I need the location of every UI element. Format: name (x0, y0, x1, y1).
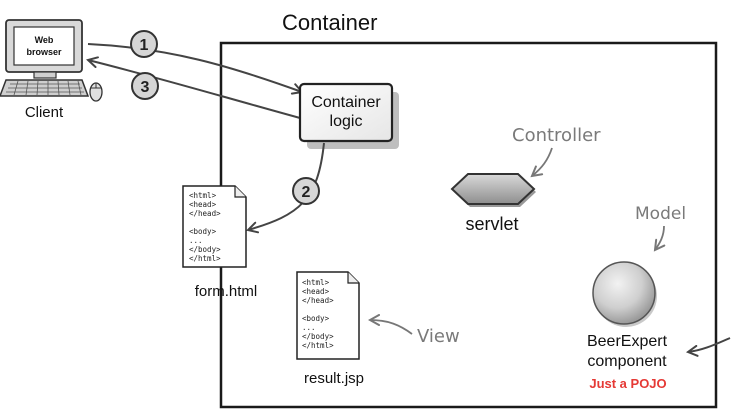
external-arrow (688, 337, 731, 352)
model-annotation: Model (635, 204, 686, 224)
container-logic-box (298, 82, 399, 149)
code-line: </html> (189, 254, 221, 263)
controller-annotation: Controller (512, 125, 601, 146)
client-label: Client (25, 104, 64, 121)
servlet-label: servlet (465, 214, 518, 234)
code-line: </body> (189, 245, 221, 254)
svg-text:3: 3 (141, 79, 150, 96)
code-line: <html> (189, 191, 217, 200)
response-arrow (88, 60, 301, 119)
code-line: <head> (189, 200, 217, 209)
beerexpert-label-2: component (587, 353, 667, 370)
code-line: <body> (302, 314, 330, 323)
client-screen-text-1: Web (35, 35, 54, 45)
container-logic-label-1: Container (311, 94, 381, 111)
servlet-hexagon-icon (450, 173, 536, 207)
beerexpert-sphere-icon (592, 261, 657, 327)
step-2-badge: 2 (292, 177, 320, 205)
result-jsp-label: result.jsp (304, 370, 364, 387)
step-3-badge: 3 (131, 72, 159, 100)
controller-arrow (532, 147, 553, 176)
code-line: <html> (302, 278, 330, 287)
request-arrow (87, 43, 302, 92)
code-line: </head> (302, 296, 334, 305)
form-html-code: <html><head></head> <body>...</body></htm… (189, 191, 221, 263)
code-line: </head> (189, 209, 221, 218)
code-line: ... (302, 323, 316, 332)
form-html-document-icon (182, 185, 247, 268)
result-jsp-code: <html><head></head> <body>...</body></htm… (302, 278, 334, 350)
svg-text:2: 2 (302, 184, 311, 201)
step-1-badge: 1 (130, 30, 158, 58)
code-line: <body> (189, 227, 217, 236)
model-arrow (655, 225, 664, 250)
code-line: </body> (302, 332, 334, 341)
client-screen-text-2: browser (26, 47, 62, 57)
view-annotation: View (417, 326, 460, 347)
container-title: Container (282, 10, 377, 35)
beerexpert-label-1: BeerExpert (587, 333, 668, 350)
code-line: </html> (302, 341, 334, 350)
form-html-label: form.html (195, 283, 258, 300)
client-computer-icon (0, 19, 103, 102)
pojo-note: Just a POJO (589, 376, 666, 391)
view-arrow (370, 320, 413, 335)
code-line: ... (189, 236, 203, 245)
code-line: <head> (302, 287, 330, 296)
container-logic-label-2: logic (330, 113, 363, 130)
result-jsp-document-icon (296, 271, 360, 360)
svg-text:1: 1 (140, 37, 149, 54)
